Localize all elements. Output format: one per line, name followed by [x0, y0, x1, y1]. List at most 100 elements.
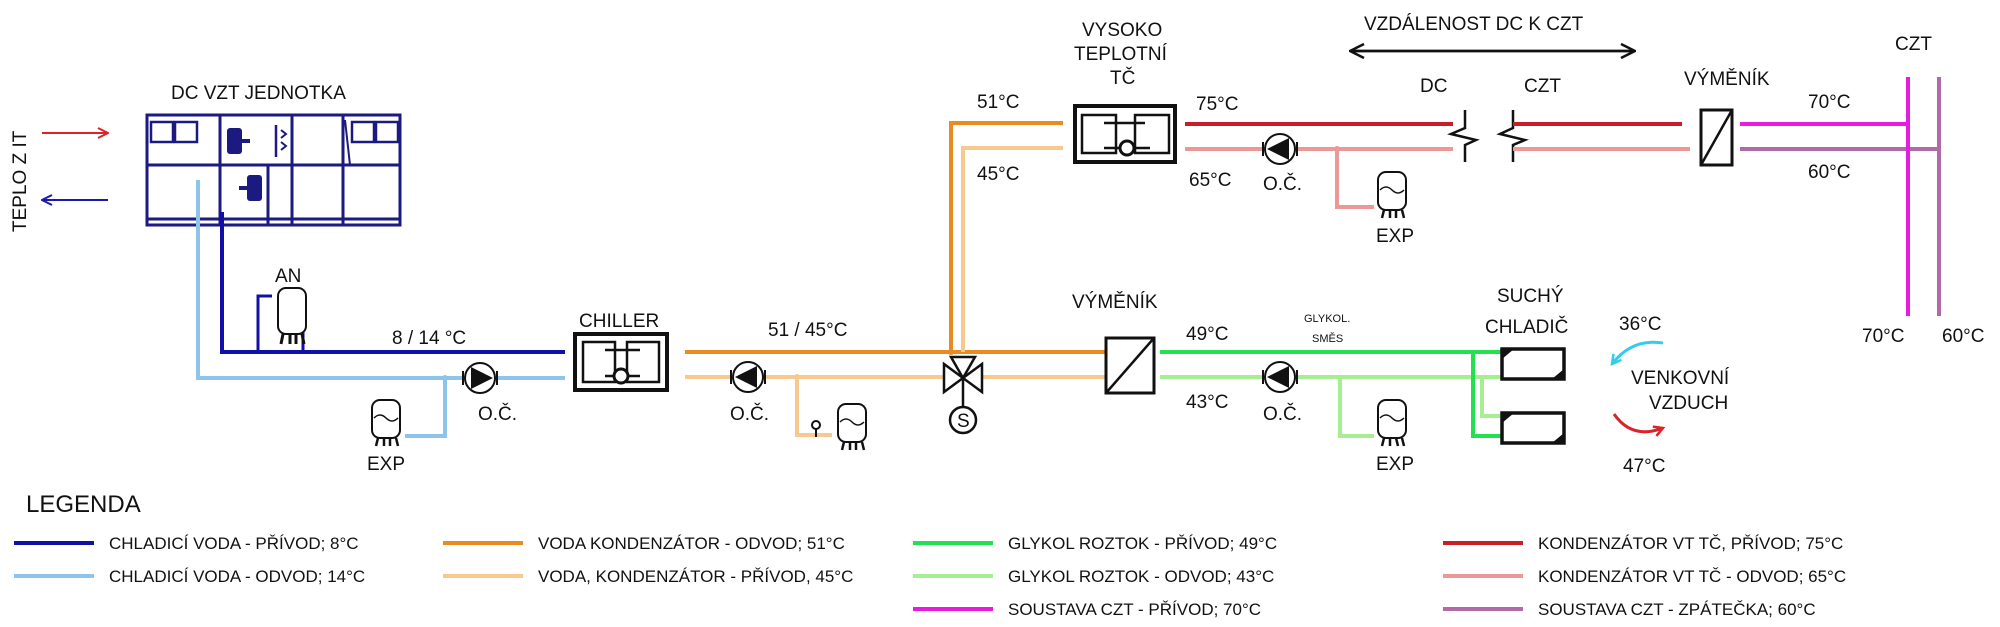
glykol-label-line1: GLYKOL.: [1304, 313, 1350, 325]
supply-fan-icon: [227, 128, 250, 154]
heat-pump-icon: [1073, 104, 1177, 164]
czt-exchanger-group: VÝMĚNÍK 70°C 60°C CZT 70°C 60°C: [1684, 34, 1984, 347]
legend-item: VODA, KONDENZÁTOR - PŘÍVOD, 45°C: [443, 567, 853, 586]
cond-out-riser: [949, 121, 1063, 352]
suchy-label-line1: SUCHÝ: [1497, 286, 1564, 307]
chiller-icon: [573, 332, 669, 392]
dc-vzt-label: DC VZT JEDNOTKA: [171, 83, 346, 104]
exp-branch-pipe: [405, 378, 447, 438]
chiller-label: CHILLER: [579, 311, 659, 332]
glycol-return-branch: [1480, 377, 1505, 418]
legend-label: KONDENZÁTOR VT TČ, PŘÍVOD; 75°C: [1538, 534, 1843, 553]
glycol-exp-branch: [1338, 377, 1374, 438]
legend-item: KONDENZÁTOR VT TČ, PŘÍVOD; 75°C: [1443, 534, 1843, 553]
hot-air-arrow-icon: [1612, 413, 1663, 432]
venkovni-label-line2: VZDUCH: [1649, 393, 1728, 414]
czt-bottom-70-label: 70°C: [1862, 326, 1904, 347]
dc-label: DC: [1420, 76, 1447, 97]
legend-title: LEGENDA: [26, 491, 141, 518]
vymenik-mid-label: VÝMĚNÍK: [1072, 291, 1158, 313]
condenser-pump-label: O.Č.: [730, 403, 769, 425]
temp-45-label: 45°C: [977, 164, 1019, 185]
three-way-valve-icon: [942, 355, 984, 435]
cond-temp-label: 51 / 45°C: [768, 320, 847, 341]
legend-item: GLYKOL ROZTOK - ODVOD; 43°C: [913, 567, 1274, 586]
chw-supply-pipe: [220, 212, 565, 354]
temp-65-label: 65°C: [1189, 170, 1231, 191]
legend-item: KONDENZÁTOR VT TČ - ODVOD; 65°C: [1443, 567, 1846, 586]
vt-exp-branch: [1335, 149, 1374, 209]
condenser-expansion-vessel-icon: [837, 403, 867, 451]
chiller-unit: CHILLER: [573, 311, 669, 392]
vt-pump-icon: [1262, 133, 1298, 165]
cond-exp-branch: [795, 377, 832, 437]
temp-51-label: 51°C: [977, 92, 1019, 113]
temp-49-label: 49°C: [1186, 324, 1228, 345]
vt-exp-label: EXP: [1376, 226, 1414, 247]
czt-title-label: CZT: [1895, 34, 1932, 55]
dc-break-icon: [1447, 110, 1480, 162]
czt-bottom-60-label: 60°C: [1942, 326, 1984, 347]
vt-pump-label: O.Č.: [1263, 173, 1302, 195]
legend-item: CHLADICÍ VODA - PŘÍVOD; 8°C: [14, 534, 359, 553]
temp-36-label: 36°C: [1619, 314, 1661, 335]
venkovni-label-line1: VENKOVNÍ: [1631, 368, 1730, 389]
dry-cooler-lower-icon: [1500, 411, 1566, 445]
dry-cooler-upper-icon: [1500, 347, 1566, 381]
circulation-pump-icon: [462, 362, 498, 394]
czt-break-label: CZT: [1524, 76, 1561, 97]
legend-label: KONDENZÁTOR VT TČ - ODVOD; 65°C: [1538, 567, 1846, 586]
temp-43-label: 43°C: [1186, 392, 1228, 413]
legend-item: SOUSTAVA CZT - PŘÍVOD; 70°C: [913, 600, 1261, 619]
czt-break-icon: [1496, 110, 1530, 162]
legend-item: GLYKOL ROZTOK - PŘÍVOD; 49°C: [913, 534, 1277, 553]
legend-label: VODA, KONDENZÁTOR - PŘÍVOD, 45°C: [538, 567, 853, 586]
ahu-housing-icon: [145, 113, 402, 227]
glycol-loop: VÝMĚNÍK 49°C 43°C GLYKOL. SMĚS O.Č. EXP: [1072, 291, 1505, 475]
cold-air-arrow-icon: [1612, 340, 1664, 364]
vt-title-line2: TEPLOTNÍ: [1074, 44, 1168, 65]
legend-label: CHLADICÍ VODA - PŘÍVOD; 8°C: [109, 534, 359, 553]
valve-actuator-label: S: [957, 411, 970, 432]
accumulation-tank-icon: [277, 287, 307, 345]
legend-label: CHLADICÍ VODA - ODVOD; 14°C: [109, 567, 365, 586]
glycol-supply-branch: [1471, 352, 1505, 438]
legend-item: CHLADICÍ VODA - ODVOD; 14°C: [14, 567, 365, 586]
heat-from-it-group: TEPLO Z IT: [10, 130, 108, 232]
glycol-pump-label: O.Č.: [1263, 403, 1302, 425]
pump-label: O.Č.: [478, 403, 517, 425]
vt-expansion-vessel-icon: [1377, 171, 1407, 219]
vt-title-line3: TČ: [1110, 67, 1135, 89]
exp-label: EXP: [367, 454, 405, 475]
teplo-z-it-label: TEPLO Z IT: [10, 130, 31, 232]
high-temp-heat-pump: VYSOKO TEPLOTNÍ TČ 51°C 45°C 75°C 65°C: [977, 20, 1238, 191]
temp-47-label: 47°C: [1623, 456, 1665, 477]
legend-label: VODA KONDENZÁTOR - ODVOD; 51°C: [538, 534, 845, 553]
expansion-vessel-icon: [371, 399, 401, 447]
glycol-exp-label: EXP: [1376, 454, 1414, 475]
vymenik-top-label: VÝMĚNÍK: [1684, 68, 1770, 90]
glycol-pump-icon: [1262, 361, 1298, 393]
legend: LEGENDA CHLADICÍ VODA - PŘÍVOD; 8°C CHLAD…: [14, 491, 1846, 619]
temp-70-label: 70°C: [1808, 92, 1850, 113]
glycol-heat-exchanger-icon: [1104, 336, 1156, 395]
temp-75-label: 75°C: [1196, 94, 1238, 115]
legend-item: VODA KONDENZÁTOR - ODVOD; 51°C: [443, 534, 845, 553]
glycol-expansion-vessel-icon: [1377, 399, 1407, 447]
chw-temp-label: 8 / 14 °C: [392, 328, 466, 349]
dc-air-handling-unit: DC VZT JEDNOTKA: [145, 83, 402, 227]
dry-cooler-group: SUCHÝ CHLADIČ 36°C VENKOVNÍ VZDUCH 47°C: [1485, 286, 1730, 477]
an-label: AN: [275, 266, 301, 287]
plate-heat-exchanger-icon: [1699, 108, 1734, 167]
chw-return-pipe: [196, 180, 565, 380]
legend-label: SOUSTAVA CZT - PŘÍVOD; 70°C: [1008, 600, 1261, 619]
condenser-pump-icon: [730, 361, 766, 393]
vt-loop: O.Č. EXP DC CZT VZDÁLENOST DC K CZT: [1185, 14, 1690, 247]
distance-label: VZDÁLENOST DC K CZT: [1364, 14, 1584, 35]
chilled-water-loop: AN 8 / 14 °C O.Č. EXP: [196, 180, 565, 475]
exhaust-fan-icon: [239, 175, 262, 201]
condenser-water-loop: 51 / 45°C O.Č. S: [685, 121, 1105, 451]
temp-60-label: 60°C: [1808, 162, 1850, 183]
glykol-label-line2: SMĚS: [1312, 332, 1343, 345]
